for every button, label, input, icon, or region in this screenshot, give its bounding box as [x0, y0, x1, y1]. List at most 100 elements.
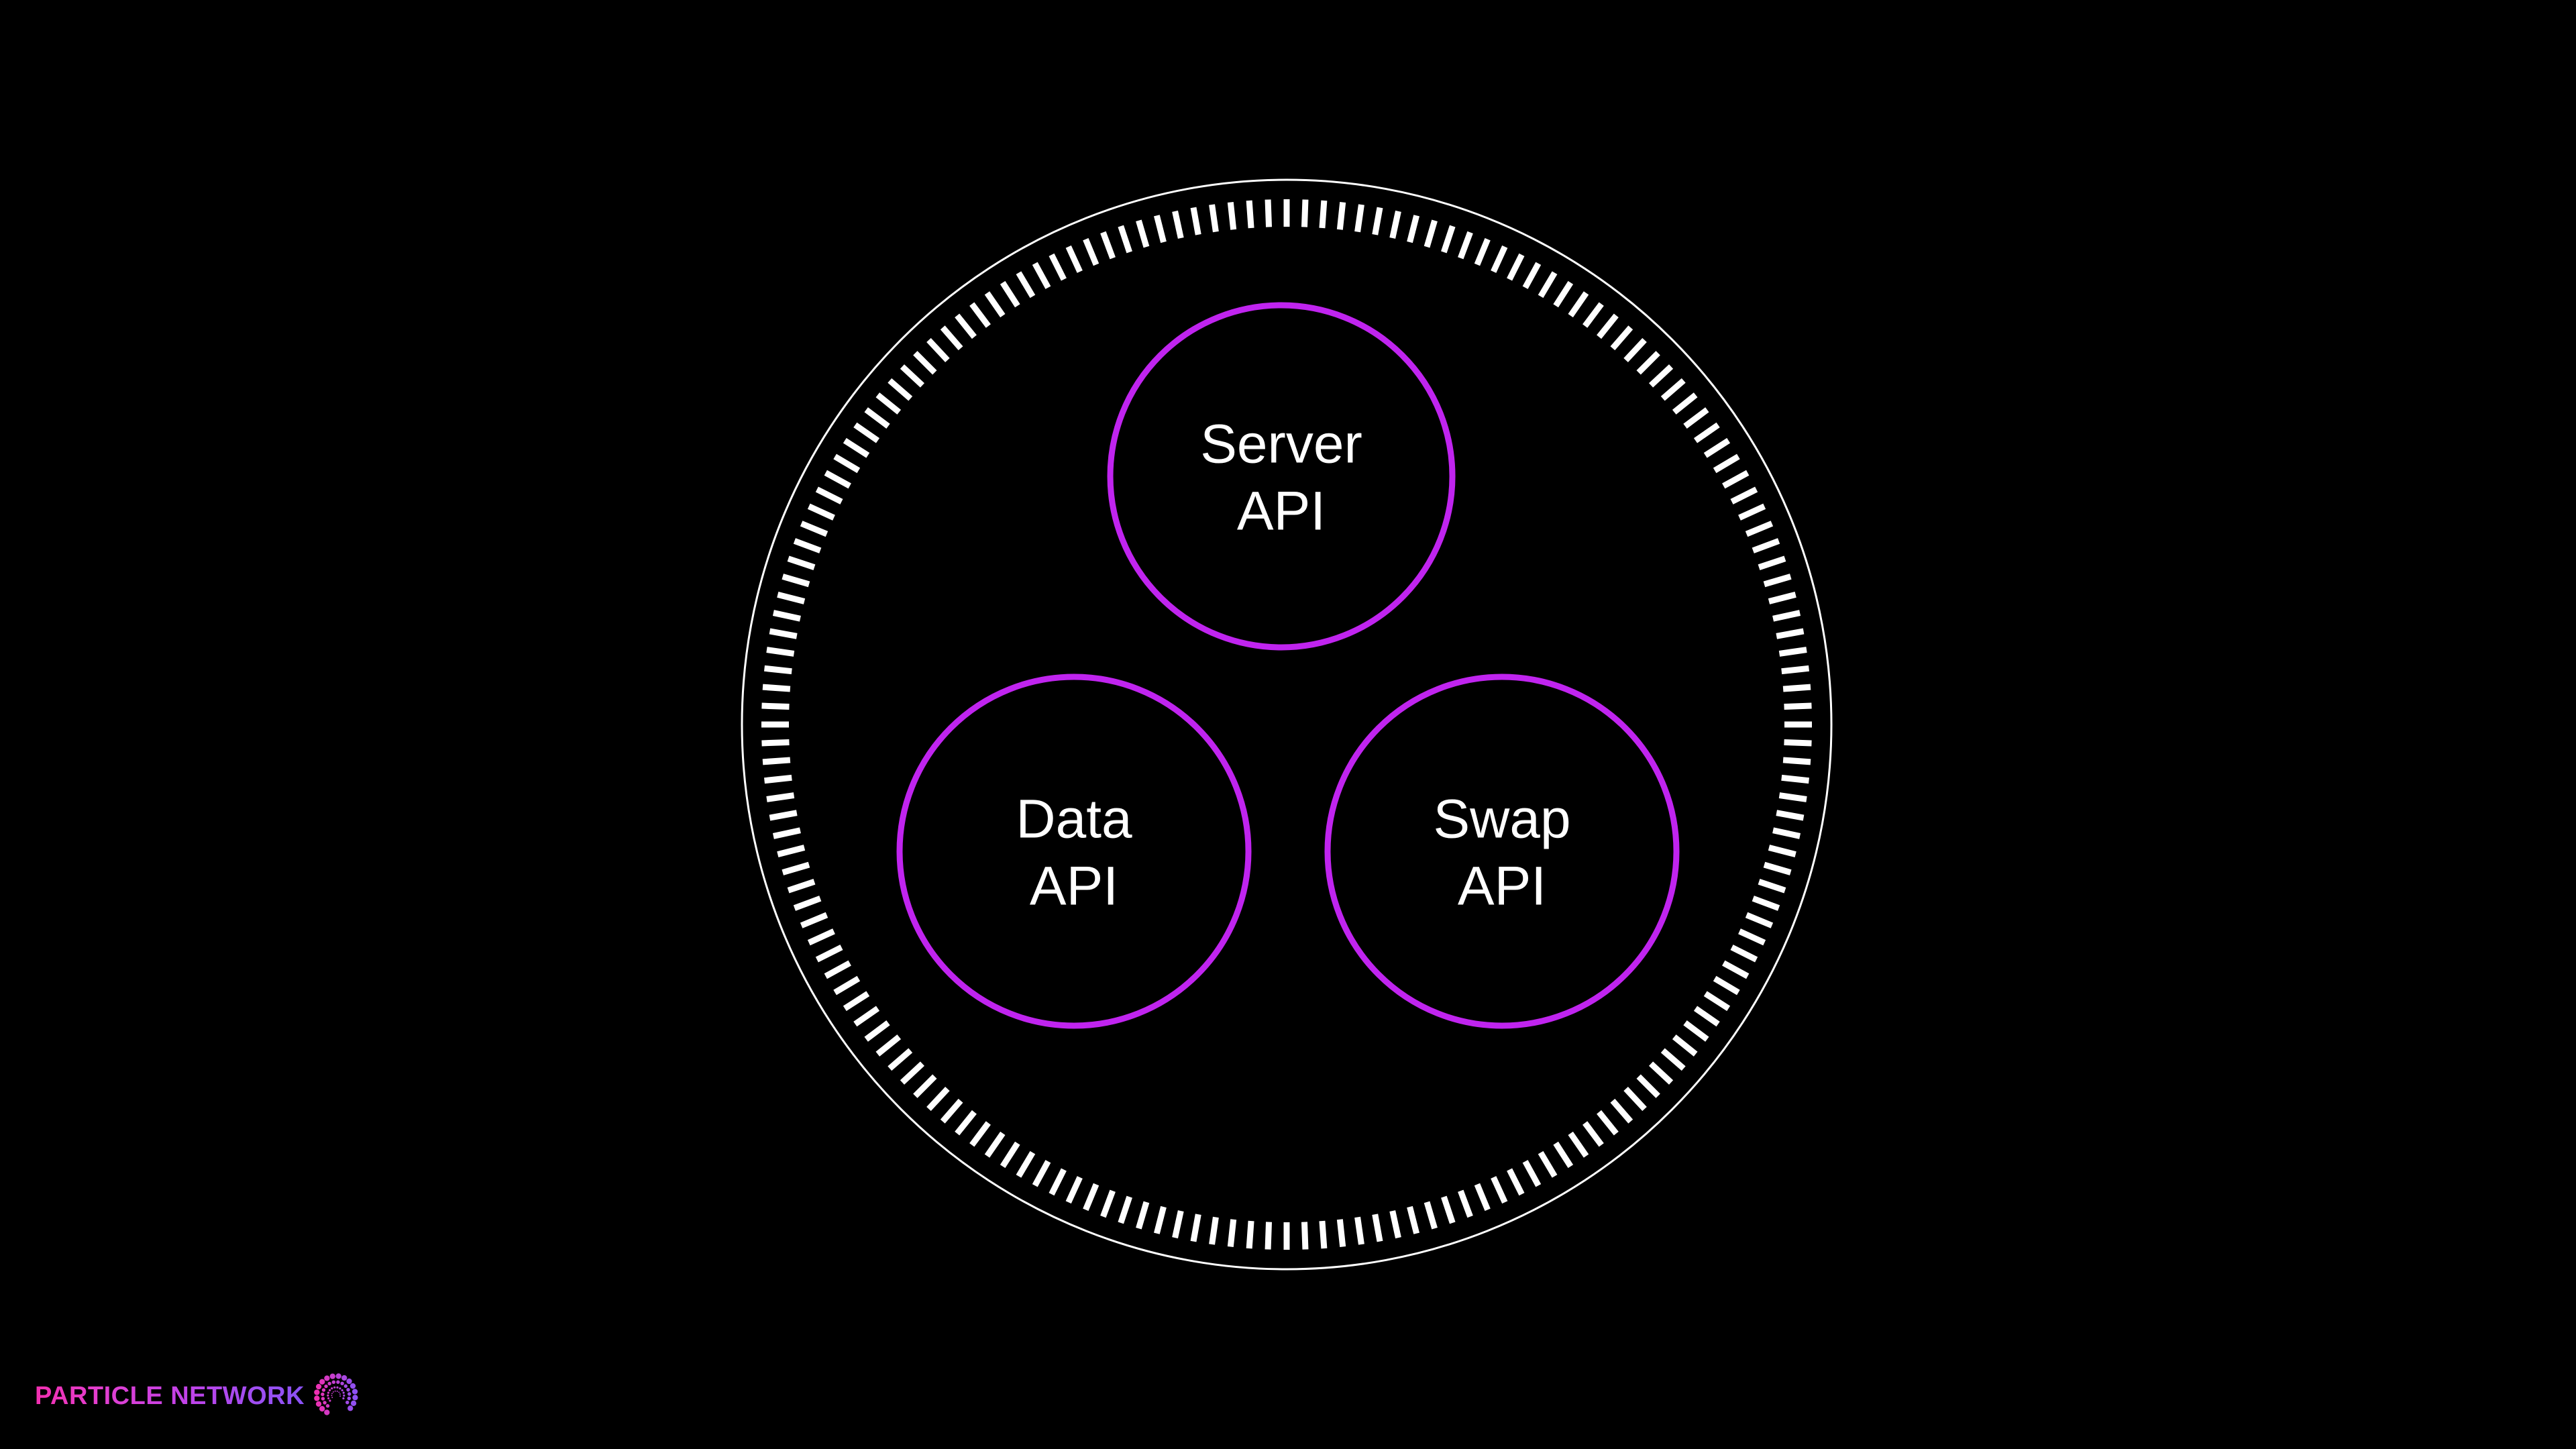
logo-dot: [331, 1395, 333, 1397]
logo-dot: [338, 1391, 340, 1393]
ring-tick: [1424, 1201, 1438, 1230]
ring-tick: [1782, 684, 1811, 692]
ring-tick: [793, 896, 822, 911]
logo-dot: [346, 1387, 350, 1392]
ring-tick: [1772, 610, 1801, 622]
ring-tick: [800, 912, 828, 928]
logo-dot: [319, 1405, 325, 1412]
ring-tick: [1772, 827, 1801, 839]
node-label-line2-server-api: API: [1237, 481, 1326, 542]
ring-tick: [1758, 555, 1786, 570]
ring-tick: [1568, 1131, 1589, 1158]
node-label-line2-data-api: API: [1030, 856, 1118, 917]
logo-dot: [341, 1389, 343, 1392]
ring-tick: [1301, 199, 1309, 227]
logo-dot: [333, 1386, 336, 1389]
ring-tick: [1553, 280, 1574, 308]
ring-tick: [777, 591, 806, 604]
ring-tick: [1265, 199, 1273, 227]
ring-tick: [984, 1131, 1006, 1158]
ring-tick: [864, 1020, 890, 1042]
ring-tick: [864, 407, 890, 429]
ring-tick: [1246, 200, 1254, 229]
ring-tick: [1745, 521, 1774, 537]
ring-tick: [1372, 1214, 1383, 1242]
ring-tick: [1227, 202, 1237, 230]
ring-tick: [800, 521, 828, 537]
logo-dot: [331, 1397, 333, 1399]
logo-dot: [315, 1401, 322, 1407]
ring-tick: [1522, 1160, 1542, 1187]
node-circle-data-api: [896, 674, 1252, 1029]
ring-tick: [1782, 757, 1811, 765]
ring-tick: [1768, 591, 1796, 604]
ring-tick: [1458, 231, 1473, 260]
ring-tick: [815, 486, 843, 504]
ring-tick: [807, 503, 835, 521]
logo-dot: [347, 1396, 352, 1401]
ring-tick: [1623, 1087, 1647, 1112]
tick-mark-ring: [761, 199, 1812, 1250]
ring-tick: [1703, 991, 1731, 1012]
ring-tick: [1597, 313, 1619, 339]
ring-tick: [926, 337, 950, 362]
logo-dot: [315, 1383, 322, 1390]
ring-tick: [1683, 1020, 1709, 1042]
logo-dot: [331, 1380, 336, 1385]
ring-tick: [1672, 392, 1698, 415]
ring-tick: [1491, 1176, 1508, 1204]
ring-tick: [1209, 1216, 1219, 1245]
ring-tick: [969, 302, 991, 328]
ring-tick: [875, 392, 902, 415]
ring-tick: [1319, 200, 1328, 229]
ring-tick: [766, 647, 795, 657]
ring-tick: [913, 1074, 937, 1098]
logo-dot: [343, 1384, 348, 1388]
logo-dot: [343, 1394, 345, 1397]
ring-tick: [761, 739, 790, 747]
node-label-line1-data-api: Data: [1016, 789, 1132, 850]
ring-tick: [1190, 1214, 1201, 1242]
logo-dot: [336, 1390, 338, 1392]
ring-tick: [1474, 1183, 1491, 1212]
ring-tick: [1763, 861, 1792, 875]
logo-dot: [336, 1386, 339, 1389]
ring-tick: [807, 928, 835, 946]
logo-dot: [335, 1373, 341, 1379]
ring-tick: [1693, 1006, 1720, 1027]
node-label-line1-swap-api: Swap: [1433, 789, 1570, 850]
ring-tick: [1623, 337, 1647, 362]
ring-tick: [1636, 1074, 1660, 1098]
ring-tick: [1713, 453, 1740, 474]
ring-tick: [1032, 1160, 1051, 1187]
ring-tick: [1784, 739, 1812, 747]
ring-tick: [1763, 574, 1792, 588]
ring-tick: [913, 351, 937, 375]
ring-tick: [1265, 1222, 1273, 1250]
logo-dot: [321, 1388, 326, 1392]
node-circle-server-api: [1107, 302, 1456, 651]
logo-dot: [331, 1393, 333, 1395]
logo-dot: [334, 1390, 336, 1392]
ring-tick: [1781, 774, 1809, 784]
ring-tick: [1610, 325, 1633, 351]
logo-dot: [339, 1393, 341, 1395]
ring-tick: [900, 1061, 924, 1085]
ring-tick: [875, 1034, 902, 1057]
ring-tick: [926, 1087, 950, 1112]
logo-dot: [324, 1384, 328, 1389]
logo-dot: [327, 1381, 331, 1386]
logo-dot: [329, 1373, 336, 1379]
ring-tick: [1153, 215, 1167, 244]
ring-tick: [762, 684, 791, 692]
ring-tick: [1209, 204, 1219, 233]
logo-dot: [340, 1381, 344, 1386]
ring-tick: [1738, 928, 1766, 946]
ring-tick: [1781, 665, 1809, 675]
ring-tick: [1000, 280, 1020, 308]
logo-dot: [327, 1394, 329, 1397]
